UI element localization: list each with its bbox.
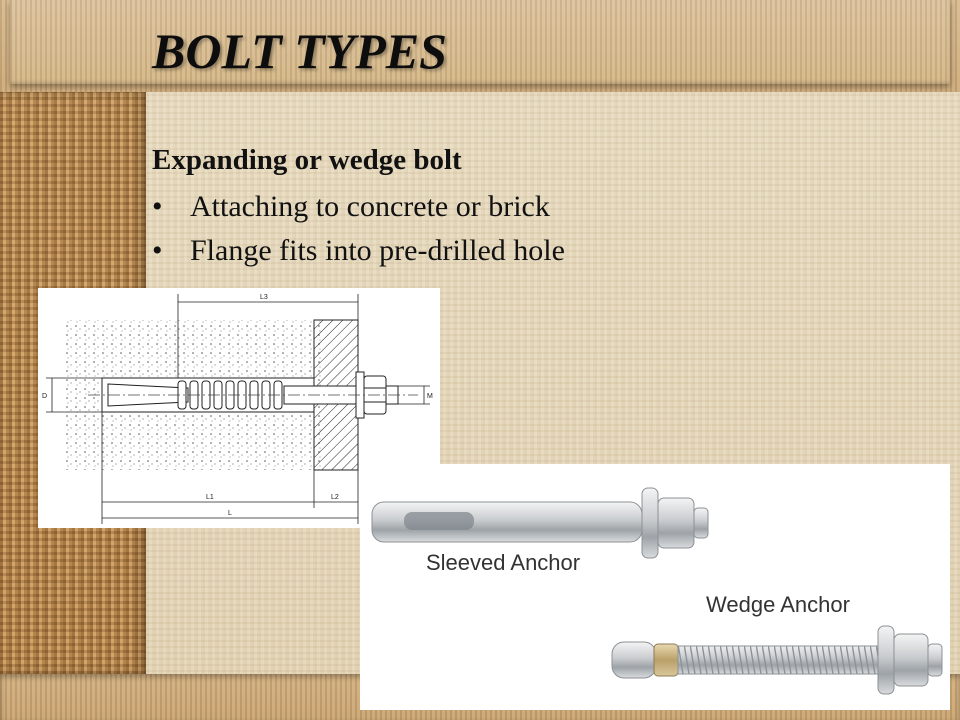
- slide-subtitle: Expanding or wedge bolt: [152, 144, 462, 176]
- bullet-item: • Attaching to concrete or brick: [152, 190, 565, 234]
- bullet-dot: •: [152, 234, 163, 267]
- bullet-dot: •: [152, 190, 163, 223]
- wedge-anchor-image: [611, 625, 943, 695]
- dimension-lines: [46, 294, 430, 524]
- anchor-photo-svg: Sleeved Anchor Wedge Anchor: [371, 487, 943, 695]
- drawing-svg: L3 L1 L2 L D M: [42, 294, 433, 524]
- bullet-item: • Flange fits into pre-drilled hole: [152, 234, 565, 278]
- dim-label-l: L: [228, 510, 232, 517]
- anchor-photo-panel: Sleeved Anchor Wedge Anchor: [360, 464, 950, 710]
- dim-label-d: D: [42, 393, 47, 400]
- slide-title: BOLT TYPES: [152, 23, 447, 79]
- title-bar: [0, 0, 960, 92]
- wedge-anchor-label: Wedge Anchor: [706, 592, 850, 617]
- title-bar-inner: [10, 0, 950, 84]
- sleeved-anchor-image: [371, 487, 709, 559]
- bullet-text: Attaching to concrete or brick: [190, 190, 550, 223]
- dim-label-l3: L3: [260, 294, 268, 301]
- dim-label-l2: L2: [331, 494, 339, 501]
- dim-label-l1: L1: [206, 494, 214, 501]
- bullet-text: Flange fits into pre-drilled hole: [190, 234, 565, 267]
- bullet-list: • Attaching to concrete or brick • Flang…: [152, 190, 565, 278]
- dim-label-m: M: [427, 393, 433, 400]
- sleeved-anchor-label: Sleeved Anchor: [426, 550, 580, 575]
